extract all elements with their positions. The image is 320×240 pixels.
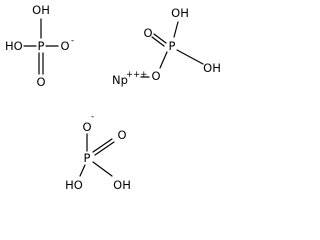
phosphorus-atom: P (38, 39, 45, 53)
negative-charge: - (71, 36, 74, 46)
hydroxyl-label: OH (171, 6, 189, 20)
bond (159, 51, 168, 69)
oxygen-atom: O (117, 128, 126, 142)
oxygen-atom: O (151, 69, 160, 83)
double-bond (153, 33, 167, 44)
phosphate-group-1: OH HO P O - O (5, 3, 74, 89)
hydroxyl-label: OH (203, 61, 221, 75)
hydroxyl-label: OH (32, 3, 50, 17)
negative-charge: - (91, 112, 94, 122)
hydroxyl-label: HO (5, 39, 23, 53)
double-bond (92, 138, 113, 153)
oxygen-atom: O (60, 39, 69, 53)
hydroxyl-label: OH (113, 178, 131, 192)
hydroxyl-label: HO (65, 178, 83, 192)
chemical-structure: OH HO P O - O OH O P OH O Np +++ - O (5, 3, 221, 192)
oxygen-atom: O (143, 26, 152, 40)
positive-charge: +++ (126, 70, 147, 80)
bond (79, 164, 86, 177)
neptunium-ion: Np +++ (112, 70, 150, 87)
bond (173, 21, 179, 38)
double-bond (94, 141, 115, 156)
oxygen-atom: O (82, 120, 91, 134)
phosphate-group-3: - O O P HO OH (65, 112, 131, 192)
oxygen-atom: O (36, 75, 45, 89)
phosphate-group-2: OH O P OH O (143, 6, 220, 83)
bond (92, 161, 113, 177)
double-bond (151, 36, 165, 47)
neptunium-symbol: Np (112, 73, 128, 87)
phosphorus-atom: P (84, 151, 91, 165)
bond (176, 49, 204, 65)
phosphorus-atom: P (169, 39, 176, 53)
